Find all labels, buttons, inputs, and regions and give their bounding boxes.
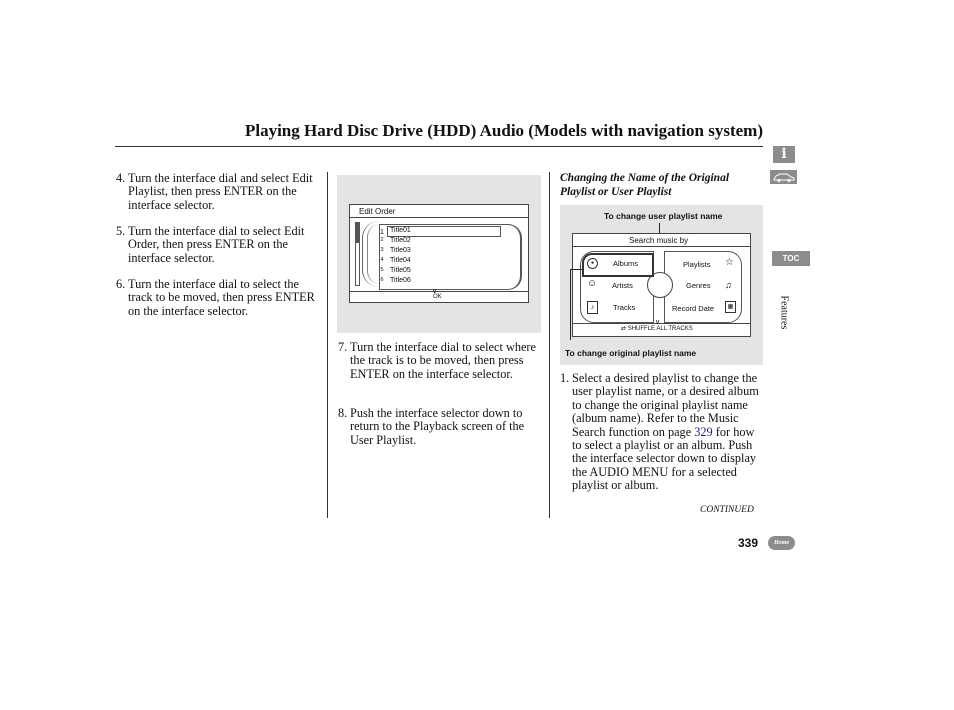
continued-label: CONTINUED (700, 505, 754, 515)
screen-header: Edit Order (359, 207, 396, 216)
shuffle-icon: ⇄ (621, 326, 627, 332)
page-link[interactable]: 329 (694, 424, 713, 439)
section-heading: Changing the Name of the Original Playli… (560, 172, 730, 198)
step-number: 8. (338, 406, 348, 420)
tracks-button[interactable]: Tracks (613, 303, 636, 312)
selected-button-highlight (582, 253, 654, 277)
step-number: 5. (116, 224, 126, 238)
genre-icon: ♫ (725, 280, 732, 290)
step-5: 5. Turn the interface dial to select Edi… (116, 224, 320, 265)
list-item[interactable]: 6 Title06 (380, 277, 411, 284)
scrollbar[interactable] (355, 222, 360, 286)
artists-button[interactable]: Artists (612, 281, 633, 290)
list-item[interactable]: 4 Title04 (380, 257, 411, 264)
playlists-button[interactable]: Playlists (683, 260, 711, 269)
page-number: 339 (738, 536, 759, 550)
step-text: Turn the interface dial to select the tr… (128, 277, 315, 318)
selected-row-highlight (387, 226, 501, 237)
callout-user-playlist: To change user playlist name (604, 211, 723, 221)
page-title: Playing Hard Disc Drive (HDD) Audio (Mod… (244, 121, 763, 140)
step-text: Turn the interface dial to select where … (350, 340, 536, 381)
step-number: 7. (338, 340, 348, 354)
callout-original-playlist: To change original playlist name (565, 348, 697, 358)
search-music-screen: Search music by ● ☺ ♪ ☆ ♫ ▦ Albums Artis… (572, 233, 751, 337)
genres-button[interactable]: Genres (686, 281, 711, 290)
car-icon[interactable] (770, 170, 797, 184)
step-4: 4. Turn the interface dial and select Ed… (116, 171, 320, 212)
scrollbar-thumb[interactable] (356, 223, 359, 243)
step-number: 1. (560, 371, 570, 385)
list-item[interactable]: 3 Title03 (380, 247, 411, 254)
chevron-down-icon: ∨ (432, 288, 438, 295)
record-date-button[interactable]: Record Date (672, 304, 715, 313)
home-icon[interactable]: Home (768, 536, 795, 550)
column-divider-left (327, 172, 328, 518)
chevron-down-icon: ∨ (655, 319, 661, 326)
step-text: Turn the interface dial and select Edit … (128, 171, 313, 212)
track-list (379, 224, 522, 290)
info-icon[interactable]: i (773, 146, 795, 163)
list-item[interactable]: 5 Title05 (380, 267, 411, 274)
toc-button[interactable]: TOC (772, 251, 810, 266)
list-item[interactable]: 2 Title02 (380, 237, 411, 244)
step-text: Turn the interface dial to select Edit O… (128, 224, 305, 265)
shuffle-all-tracks-button[interactable]: ⇄ SHUFFLE ALL TRACKS (621, 326, 693, 332)
callout-line-bottom (570, 269, 571, 340)
calendar-icon: ▦ (725, 301, 736, 313)
albums-button[interactable]: Albums (613, 259, 639, 268)
column-divider-right (549, 172, 550, 518)
person-icon: ☺ (587, 278, 598, 289)
step-number: 6. (116, 277, 126, 291)
list-item[interactable]: 1 Title01 (379, 227, 411, 236)
step-number: 4. (116, 171, 126, 185)
disc-icon: ● (587, 258, 598, 269)
step-6: 6. Turn the interface dial to select the… (116, 277, 320, 318)
ok-button[interactable]: OK (433, 294, 442, 300)
step-7: 7. Turn the interface dial to select whe… (338, 340, 542, 381)
star-icon: ☆ (725, 257, 734, 268)
title-rule (115, 146, 763, 147)
side-tab-label: Features (778, 295, 790, 330)
step-8: 8. Push the interface selector down to r… (338, 406, 542, 447)
edit-order-screen: Edit Order 1 Title01 2 Title02 3 Title03… (349, 204, 529, 303)
search-music-figure: To change user playlist name Search musi… (560, 205, 763, 365)
step-1: 1. Select a desired playlist to change t… (560, 371, 759, 493)
music-note-icon: ♪ (587, 301, 598, 314)
edit-order-figure: Edit Order 1 Title01 2 Title02 3 Title03… (337, 175, 541, 333)
screen-header: Search music by (628, 236, 690, 245)
side-tab: Features (778, 293, 790, 333)
step-text: Push the interface selector down to retu… (350, 406, 525, 447)
